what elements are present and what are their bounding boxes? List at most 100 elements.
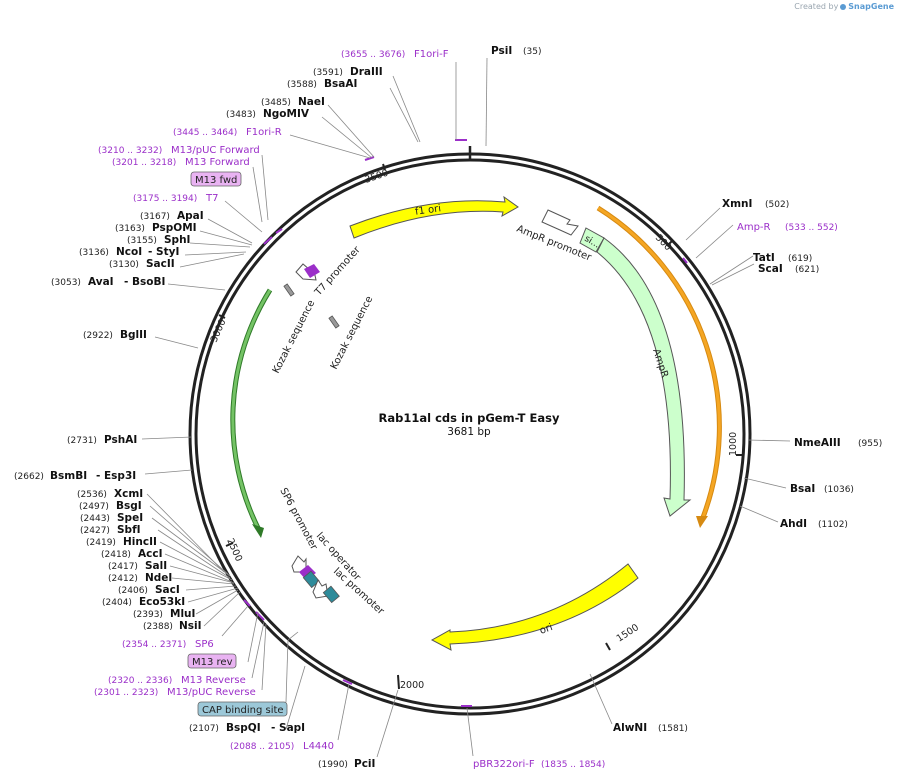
orf-ampr: [597, 206, 721, 521]
orf-ampr-arrowhead: [696, 516, 708, 528]
tick-500: [666, 239, 674, 247]
enzyme-name: BsaAI: [324, 78, 357, 90]
feature-ampr-promoter: [541, 209, 579, 236]
enzyme-pos: (502): [765, 200, 789, 210]
enzyme-name: BspQI: [226, 722, 261, 734]
enzyme-name: SpeI: [117, 512, 143, 524]
label-sp6-promoter: SP6 promoter: [277, 486, 319, 552]
badge-cap-box: [197, 701, 288, 717]
primer-arc-l4440: [342, 679, 353, 685]
primer-range: (1835 .. 1854): [541, 760, 605, 770]
badge-m13-rev: M13 rev: [187, 653, 237, 669]
enzyme-name: AhdI: [780, 518, 807, 530]
badge-cap-label: CAP binding site: [202, 705, 284, 716]
primer-arc-sp6: [243, 599, 251, 607]
enzyme-pos: (3130): [109, 260, 139, 270]
enzyme-name: PspOMI: [152, 222, 197, 234]
badge-m13-rev-box: [187, 653, 237, 669]
feature-ori: [430, 563, 639, 651]
enzyme-name: HincII: [123, 536, 157, 548]
tick-3000: [218, 314, 226, 319]
credit-brand: SnapGene: [848, 2, 894, 11]
tick-label-3500: 3500: [363, 168, 389, 186]
tick-2000: [397, 674, 400, 690]
feature-sp6-promoter: [291, 555, 307, 573]
enzyme-name: ScaI: [758, 263, 783, 275]
primer-name: M13/pUC Reverse: [167, 687, 256, 698]
enzyme-pos: (2417): [108, 562, 138, 572]
enzyme-name: SphI: [164, 234, 190, 246]
enzyme-pos: (2406): [118, 586, 148, 596]
tick-label-2000: 2000: [400, 680, 424, 691]
label-ori: ori: [538, 622, 554, 637]
feature-ampr: [596, 237, 692, 517]
enzyme-name: PsiI: [491, 45, 512, 57]
tick-1500: [605, 642, 611, 651]
enzyme-name: BsaI: [790, 483, 815, 495]
enzyme-pos: (3053): [51, 278, 81, 288]
enzyme-name: AccI: [138, 548, 162, 560]
enzyme-pos: (2427): [80, 526, 110, 536]
primer-range: (2301 .. 2323): [94, 688, 158, 698]
primer-range: (3210 .. 3232): [98, 146, 162, 156]
enzyme-pos: (3483): [226, 110, 256, 120]
enzyme-name: NdeI: [145, 572, 172, 584]
primer-range: (3655 .. 3676): [341, 50, 405, 60]
enzyme-name: SacI: [155, 584, 180, 596]
enzyme-pos: (2388): [143, 622, 173, 632]
primer-name: M13 Forward: [185, 157, 250, 168]
tick-label-1000: 1000: [728, 432, 739, 456]
enzyme-pos: (35): [523, 47, 541, 57]
enzyme-name: MluI: [170, 608, 195, 620]
leader-lines: [141, 57, 791, 758]
enzyme-name: BsgI: [116, 500, 142, 512]
primer-arc-amp-r: [682, 257, 688, 264]
enzyme-alt-name: - Esp3I: [96, 470, 136, 482]
feature-signal-seq: [579, 227, 605, 253]
label-f1-ori: f1 ori: [414, 203, 441, 218]
primer-name: L4440: [303, 741, 334, 752]
enzyme-pos: (3136): [79, 248, 109, 258]
enzyme-pos: (3155): [127, 236, 157, 246]
primer-name: F1ori-R: [246, 127, 282, 138]
primer-arc-m13-fwd: [263, 236, 273, 245]
primer-range: (2088 .. 2105): [230, 742, 294, 752]
map-title: Rab11al cds in pGem-T Easy: [379, 411, 560, 425]
enzyme-pos: (1036): [824, 485, 854, 495]
enzyme-name: SacII: [146, 258, 175, 270]
feature-kozak-1: [283, 283, 295, 297]
tick-label-500: 500: [653, 232, 674, 253]
enzyme-name: NgoMIV: [263, 108, 310, 120]
enzyme-alt-name: - StyI: [148, 246, 179, 258]
primer-range: (2354 .. 2371): [122, 640, 186, 650]
enzyme-pos: (619): [788, 254, 812, 264]
primer-range: (533 .. 552): [785, 223, 838, 233]
badge-m13-fwd: M13 fwd: [190, 171, 242, 187]
enzyme-name: NmeAIII: [794, 437, 841, 449]
primer-name: T7: [205, 193, 218, 204]
primer-labels: (3655 .. 3676) F1ori-F (3445 .. 3464) F1…: [94, 49, 838, 770]
enzyme-pos: (621): [795, 265, 819, 275]
enzyme-pos: (2418): [101, 550, 131, 560]
enzyme-name: SalI: [145, 560, 167, 572]
enzyme-name: TatI: [753, 252, 775, 264]
enzyme-pos: (2412): [108, 574, 138, 584]
tick-3500: [382, 163, 386, 171]
badge-m13-fwd-label: M13 fwd: [195, 175, 237, 186]
tick-2500: [225, 542, 234, 547]
badge-cap-binding-site: CAP binding site: [197, 701, 288, 717]
snapgene-logo-icon: [840, 3, 847, 10]
feature-lac-operator: [302, 570, 320, 589]
enzyme-labels: PsiI (35) XmnI (502) TatI (619) ScaI (62…: [14, 45, 882, 770]
primer-range: (2320 .. 2336): [108, 676, 172, 686]
primer-name: M13 Reverse: [181, 675, 246, 686]
enzyme-name: AlwNI: [613, 722, 647, 734]
primer-name: SP6: [195, 639, 214, 650]
enzyme-name: Eco53kI: [139, 596, 185, 608]
feature-kozak-2: [328, 315, 340, 329]
enzyme-name: SbfI: [117, 524, 141, 536]
label-t7-promoter: T7 promoter: [312, 244, 363, 299]
enzyme-pos: (1102): [818, 520, 848, 530]
